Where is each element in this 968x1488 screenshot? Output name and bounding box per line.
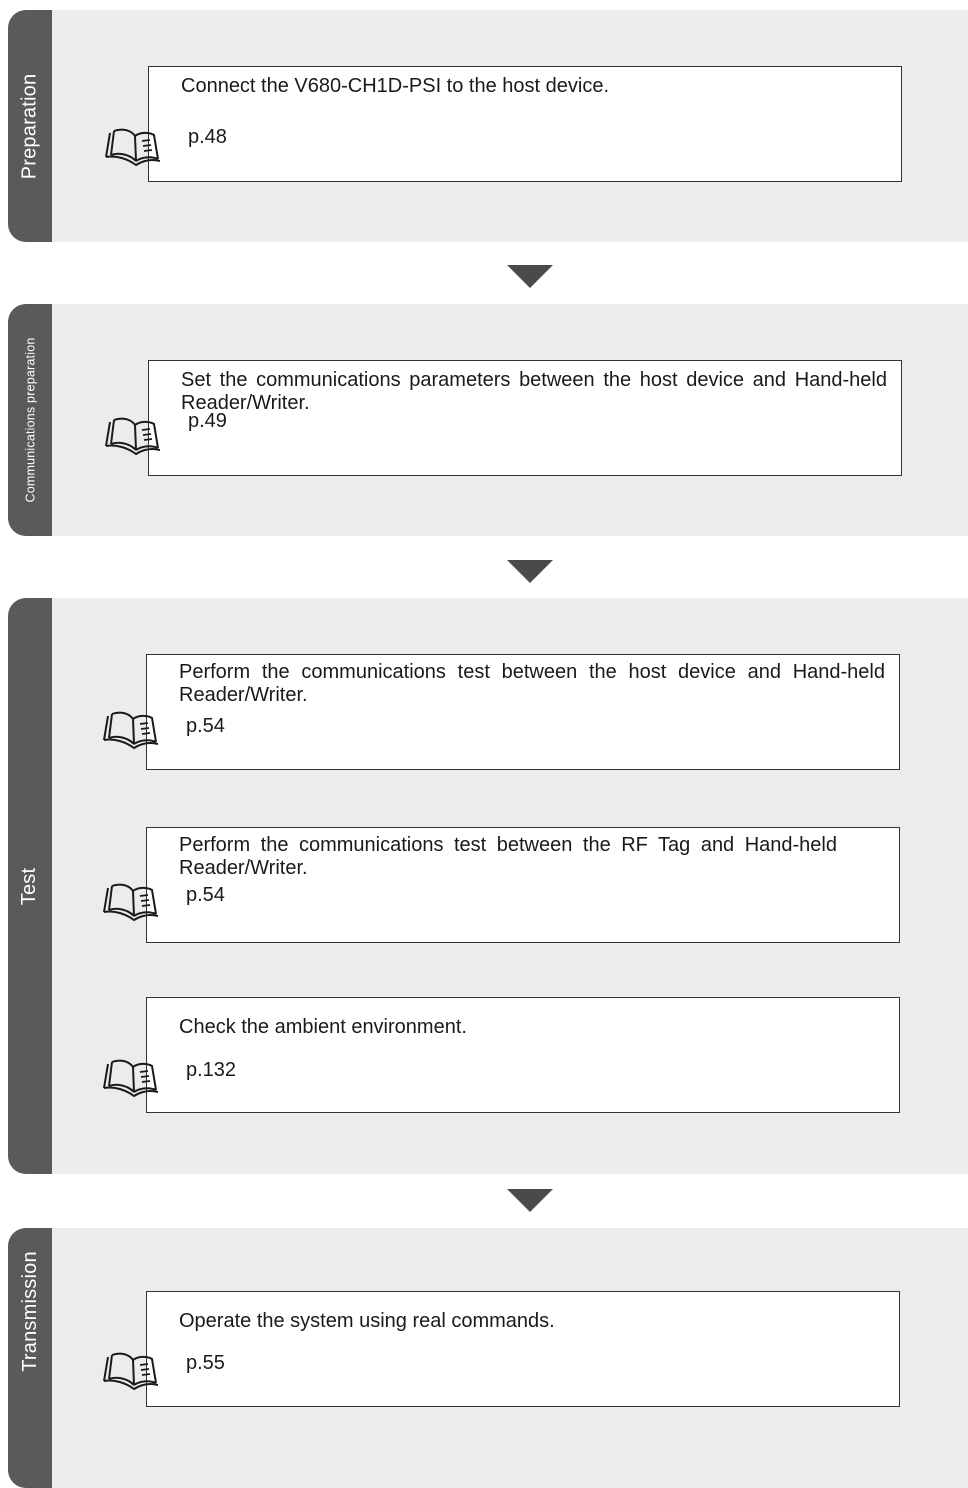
step-text: Perform the communications test between … xyxy=(179,661,885,706)
step-box: Perform the communications test between … xyxy=(146,827,900,943)
step-box: Perform the communications test between … xyxy=(146,654,900,770)
step-box: Connect the V680-CH1D-PSI to the host de… xyxy=(148,66,902,182)
page-reference: p.132 xyxy=(186,1059,237,1081)
open-book-icon xyxy=(105,128,160,167)
step-text: Connect the V680-CH1D-PSI to the host de… xyxy=(181,75,610,97)
stage-communications-preparation: Communications preparation Set the commu… xyxy=(8,304,968,536)
page-reference: p.55 xyxy=(186,1352,225,1374)
open-book-icon xyxy=(103,1059,158,1098)
step-box: Check the ambient environment. xyxy=(146,997,900,1113)
stage-transmission: Transmission Operate the system using re… xyxy=(8,1228,968,1488)
open-book-icon xyxy=(105,417,160,456)
stage-preparation: Preparation Connect the V680-CH1D-PSI to… xyxy=(8,10,968,242)
step-text: Check the ambient environment. xyxy=(179,1016,467,1038)
stage-tab: Communications preparation xyxy=(8,304,52,536)
stage-label: Communications preparation xyxy=(23,337,38,503)
page-reference: p.54 xyxy=(186,884,225,906)
stage-label: Test xyxy=(18,867,41,905)
step-text: Perform the communications test between … xyxy=(179,834,837,879)
stage-tab: Preparation xyxy=(8,10,52,242)
stage-tab: Test xyxy=(8,598,52,1174)
page-reference: p.54 xyxy=(186,715,225,737)
step-text: Set the communications parameters betwee… xyxy=(181,369,887,414)
open-book-icon xyxy=(103,1352,158,1391)
stage-tab: Transmission xyxy=(8,1228,52,1488)
down-arrow-icon xyxy=(507,265,553,288)
step-text: Operate the system using real commands. xyxy=(179,1310,555,1332)
step-box: Operate the system using real commands. xyxy=(146,1291,900,1407)
stage-label: Transmission xyxy=(18,1250,41,1372)
stage-test: Test Perform the communications test bet… xyxy=(8,598,968,1174)
down-arrow-icon xyxy=(507,1189,553,1212)
down-arrow-icon xyxy=(507,560,553,583)
page-reference: p.49 xyxy=(188,410,227,432)
open-book-icon xyxy=(103,883,158,922)
stage-label: Preparation xyxy=(18,73,41,179)
step-box: Set the communications parameters betwee… xyxy=(148,360,902,476)
page-reference: p.48 xyxy=(188,126,227,148)
open-book-icon xyxy=(103,711,158,750)
